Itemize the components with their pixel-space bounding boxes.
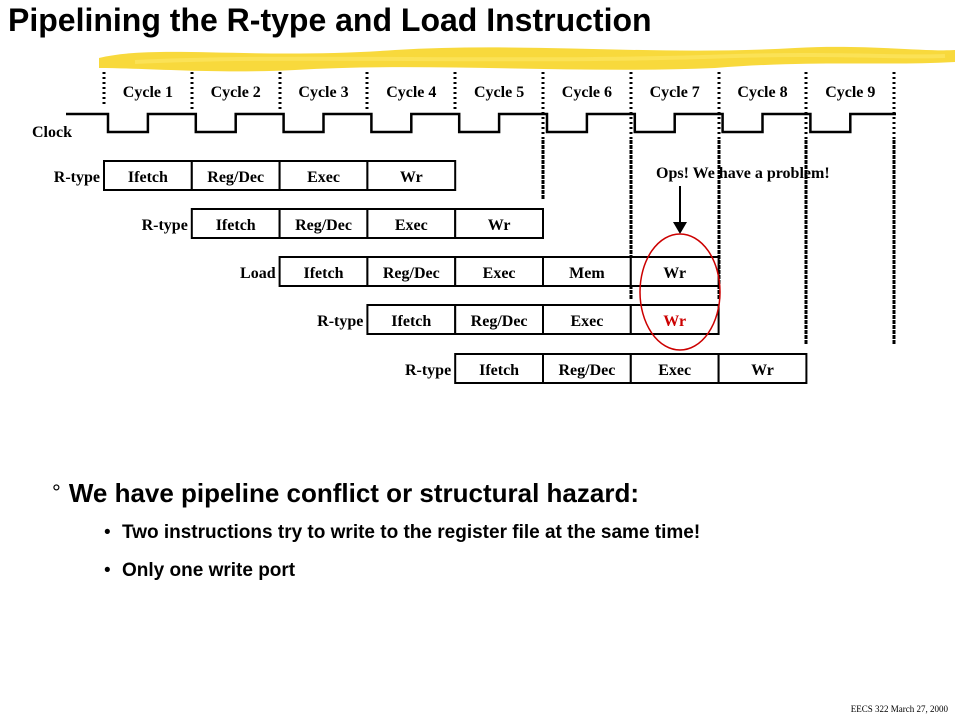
- stage-label: Wr: [488, 217, 511, 234]
- stage-box: [366, 160, 457, 191]
- instruction-label: R-type: [142, 217, 188, 234]
- stage-label: Ifetch: [304, 265, 344, 282]
- stage-label: Mem: [569, 265, 605, 282]
- cycle-label: Cycle 1: [123, 84, 173, 101]
- highlighter-stroke: [99, 46, 955, 72]
- slide-title: Pipelining the R-type and Load Instructi…: [8, 2, 652, 38]
- stage-box: [278, 256, 369, 287]
- stage-label: Ifetch: [479, 362, 519, 379]
- stage-label: Wr: [400, 169, 423, 186]
- stage-label: Exec: [570, 313, 603, 330]
- problem-annotation: Ops! We have a problem!: [656, 165, 830, 182]
- stage-box: [366, 256, 457, 287]
- cycle-label: Cycle 2: [211, 84, 261, 101]
- stage-label: Reg/Dec: [558, 362, 615, 379]
- conflict-circle: [639, 233, 721, 351]
- instruction-label: Load: [240, 265, 276, 282]
- cycle-label: Cycle 4: [386, 84, 436, 101]
- stage-box: [717, 353, 808, 384]
- hazard-marker: Ops! We have a problem!: [639, 165, 830, 351]
- stage-label: Reg/Dec: [295, 217, 352, 234]
- cycle-label: Cycle 6: [562, 84, 612, 101]
- stage-box: [454, 256, 545, 287]
- clock-waveform: [66, 112, 896, 134]
- stage-box: [542, 256, 632, 287]
- clock-label: Clock: [32, 124, 72, 141]
- arrow-head-icon: [673, 222, 687, 234]
- cycle-label: Cycle 3: [298, 84, 348, 101]
- stage-label: Wr: [663, 313, 686, 330]
- stage-box: [278, 160, 369, 191]
- stage-label: Reg/Dec: [207, 169, 264, 186]
- stage-box: [366, 208, 457, 239]
- stage-box: [190, 160, 281, 191]
- cycle-label: Cycle 5: [474, 84, 524, 101]
- cycle-label: Cycle 7: [650, 84, 700, 101]
- stage-box: [454, 208, 545, 239]
- stage-box: [542, 304, 632, 335]
- cycle-label: Cycle 9: [825, 84, 875, 101]
- stage-label: Wr: [751, 362, 774, 379]
- stage-box: [278, 208, 369, 239]
- stage-label: Exec: [483, 265, 516, 282]
- stage-label: Reg/Dec: [471, 313, 528, 330]
- stage-label: Exec: [307, 169, 340, 186]
- stage-label: Wr: [663, 265, 686, 282]
- stage-label: Exec: [395, 217, 428, 234]
- stage-box: [454, 304, 545, 335]
- instruction-label: R-type: [317, 313, 363, 330]
- stage-label: Ifetch: [391, 313, 431, 330]
- stage-label: Exec: [658, 362, 691, 379]
- stage-label: Ifetch: [216, 217, 256, 234]
- cycle-label: Cycle 8: [737, 84, 787, 101]
- stage-label: Reg/Dec: [383, 265, 440, 282]
- instruction-label: R-type: [405, 362, 451, 379]
- footer: EECS 322 March 27, 2000: [850, 704, 948, 714]
- instruction-label: R-type: [54, 169, 100, 186]
- stage-label: Ifetch: [128, 169, 168, 186]
